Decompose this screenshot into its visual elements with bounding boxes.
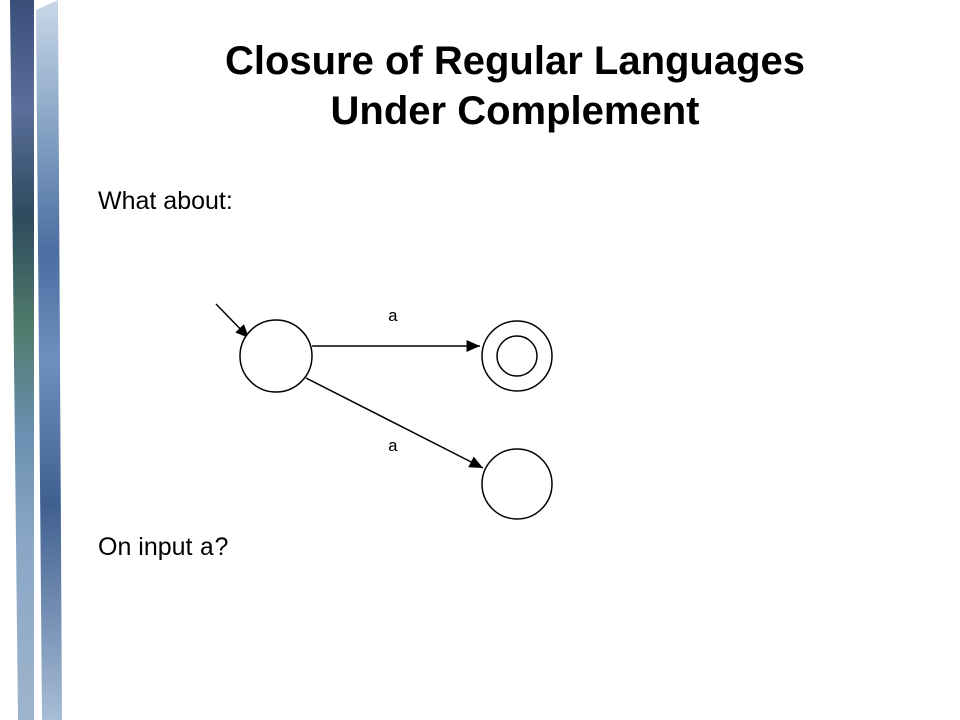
state-q1-accept-ring xyxy=(496,335,538,377)
state-q0 xyxy=(239,319,313,393)
slide-title: Closure of Regular Languages Under Compl… xyxy=(120,36,910,136)
decorative-strip-right xyxy=(36,0,62,720)
title-line-1: Closure of Regular Languages xyxy=(224,39,806,83)
what-about-text: What about: xyxy=(98,187,233,215)
state-q2 xyxy=(481,448,553,520)
on-input-prefix: On input xyxy=(98,533,193,561)
transition-q0-q2 xyxy=(305,377,484,469)
on-input-symbol: a xyxy=(199,534,215,563)
decorative-strip-left xyxy=(10,0,34,720)
on-input-text: On input a? xyxy=(98,532,228,564)
state-q1 xyxy=(481,320,553,392)
on-input-suffix: ? xyxy=(214,533,229,561)
start-arrow xyxy=(215,303,250,339)
transition-label-q0-q2: a xyxy=(388,438,398,457)
title-line-2: Under Complement xyxy=(330,89,700,133)
transition-label-q0-q1: a xyxy=(388,308,398,327)
